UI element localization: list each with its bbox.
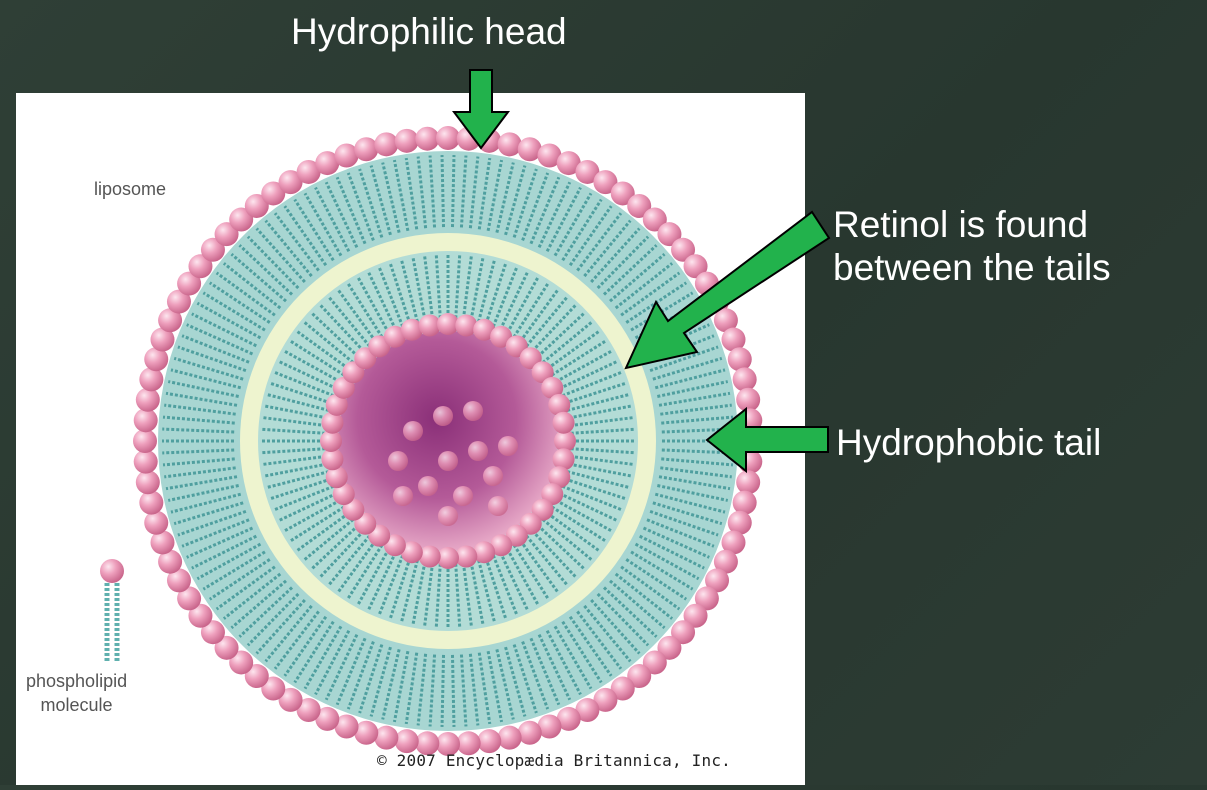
arrow-down-icon	[454, 70, 508, 148]
arrow-left-icon	[707, 409, 828, 471]
arrow-diagonal-icon	[626, 212, 829, 368]
